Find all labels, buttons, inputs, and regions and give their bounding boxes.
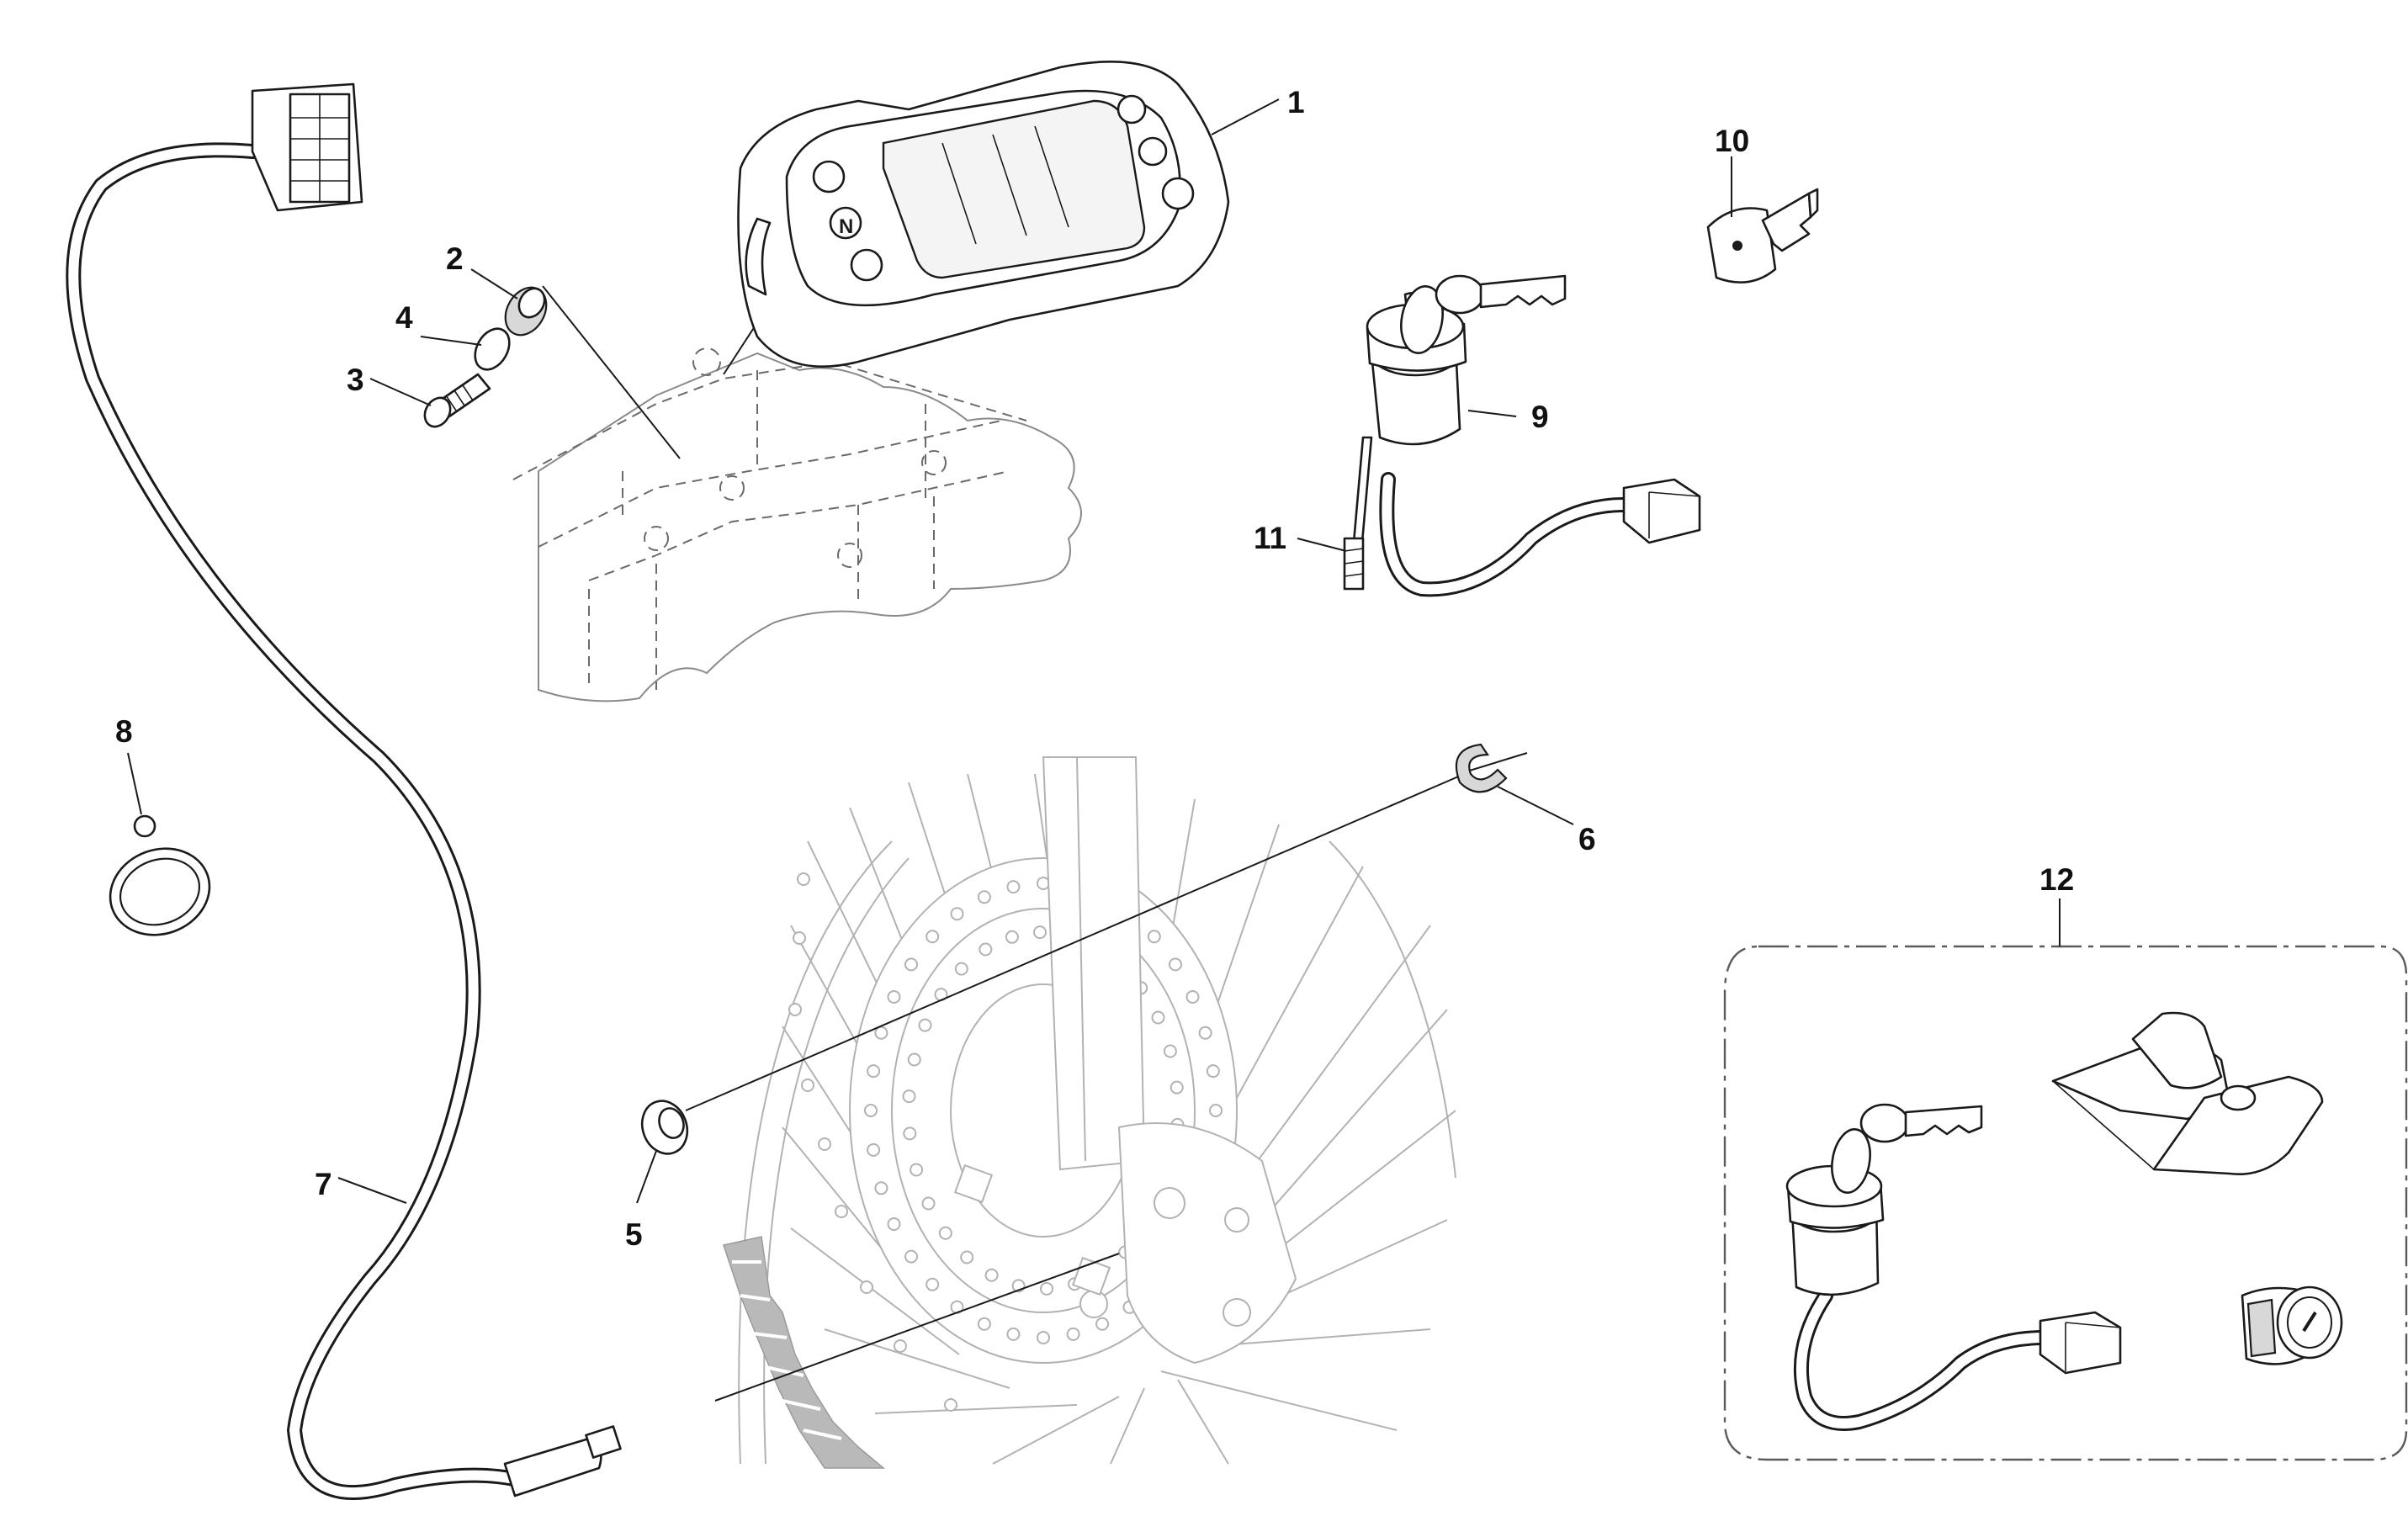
- disc-hole: [977, 890, 991, 904]
- callout-labels: 1 2 3 4 5 6 7 8 9 10 11 12: [115, 85, 2074, 1252]
- disc-hole: [867, 1142, 881, 1157]
- rubber-grommet: [504, 286, 548, 337]
- disc-hole: [1006, 1327, 1021, 1341]
- disc-hole: [926, 1277, 940, 1291]
- disc-hole: [867, 1064, 881, 1079]
- disc-hole: [979, 942, 993, 957]
- disc-hole: [1170, 1080, 1184, 1095]
- disc-hole: [1037, 1331, 1050, 1344]
- disc-hole: [904, 957, 918, 972]
- plug: [640, 1100, 689, 1155]
- disc-hole: [887, 990, 901, 1004]
- callout-3: 3: [347, 363, 364, 397]
- disc-hole: [1198, 1026, 1212, 1040]
- disc-hole: [1147, 930, 1161, 944]
- spacer-bush: [474, 327, 511, 371]
- callout-2: 2: [446, 241, 464, 276]
- disc-hole: [874, 1026, 888, 1040]
- disc-hole: [960, 1250, 974, 1264]
- mounting-screw: [423, 373, 491, 428]
- disc-hole: [864, 1104, 878, 1117]
- front-wheel-assembly: [723, 756, 1456, 1469]
- callout-7: 7: [315, 1167, 332, 1201]
- disc-hole: [921, 1196, 936, 1211]
- callout-8: 8: [115, 714, 133, 749]
- callout-1: 1: [1287, 85, 1305, 119]
- disc-hole: [903, 1126, 917, 1141]
- disc-hole: [1206, 1064, 1220, 1079]
- disc-hole: [1011, 1279, 1026, 1293]
- callout-10: 10: [1715, 124, 1749, 158]
- ignition-switch: [1343, 274, 1701, 597]
- disc-hole: [984, 1268, 999, 1282]
- disc-hole: [926, 930, 940, 944]
- grommet-and-screw-set: [423, 286, 548, 428]
- disc-hole: [904, 1249, 918, 1264]
- disc-hole: [910, 1163, 924, 1177]
- disc-hole: [977, 1317, 991, 1331]
- svg-text:N: N: [839, 215, 853, 238]
- callout-leaders: [127, 98, 2061, 1204]
- callout-11: 11: [1254, 521, 1286, 555]
- disc-hole: [950, 907, 964, 921]
- callout-4: 4: [395, 300, 413, 335]
- frame-section: [512, 347, 1082, 702]
- disc-hole: [938, 1226, 952, 1240]
- disc-hole: [1006, 880, 1021, 894]
- callout-9: 9: [1531, 400, 1549, 434]
- disc-hole: [907, 1052, 921, 1067]
- disc-hole: [1005, 930, 1019, 944]
- disc-hole: [1209, 1104, 1223, 1117]
- disc-hole: [1185, 990, 1200, 1004]
- disc-hole: [874, 1181, 888, 1195]
- speed-sensor-cable: [66, 82, 622, 1500]
- disc-hole: [1169, 957, 1182, 972]
- key: [1706, 188, 1819, 284]
- circlip: [1455, 743, 1508, 793]
- cable-clamp: [109, 814, 211, 936]
- callout-6: 6: [1578, 822, 1596, 856]
- disc-hole: [918, 1018, 932, 1032]
- disc-hole: [887, 1217, 901, 1231]
- disc-hole: [1095, 1317, 1110, 1331]
- lock-kit: [1723, 945, 2408, 1461]
- disc-hole: [1040, 1281, 1053, 1296]
- disc-hole: [1151, 1010, 1165, 1025]
- callout-12: 12: [2039, 862, 2074, 897]
- disc-hole: [954, 962, 968, 976]
- disc-hole: [1033, 925, 1047, 940]
- callout-5: 5: [625, 1217, 643, 1252]
- instrument-cluster: N: [737, 61, 1230, 368]
- disc-hole: [1163, 1044, 1177, 1058]
- disc-hole: [1066, 1327, 1080, 1341]
- disc-hole: [902, 1089, 916, 1104]
